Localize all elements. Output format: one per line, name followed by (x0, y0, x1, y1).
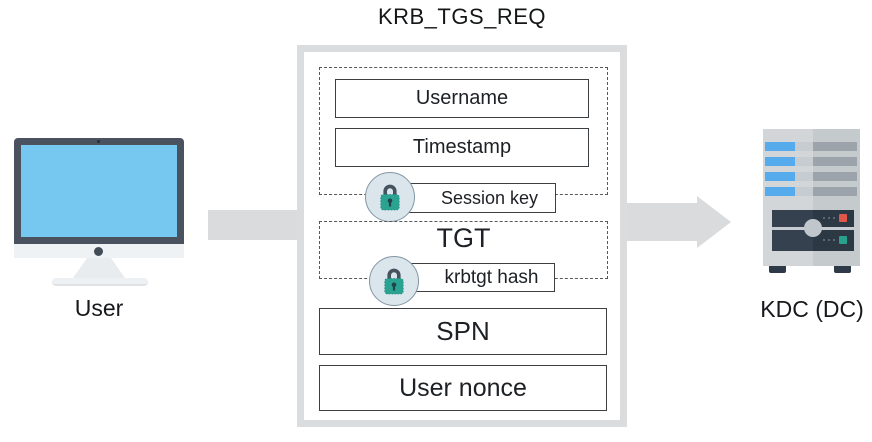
monitor-screen (21, 145, 177, 237)
panel-dot (833, 239, 835, 241)
server-foot (769, 266, 786, 273)
camera-dot-icon (97, 140, 100, 143)
drive-slot-gray (813, 187, 857, 196)
drive-slot-mid (795, 142, 813, 151)
panel-dot (833, 217, 835, 219)
drive-slot-mid (795, 172, 813, 181)
drive-led-blue (765, 142, 795, 151)
server-drive-slot (765, 157, 857, 166)
field-tgt: TGT (436, 223, 491, 253)
drive-slot-gray (813, 157, 857, 166)
field-user-nonce: User nonce (319, 365, 607, 411)
monitor-base (52, 278, 148, 286)
field-timestamp: Timestamp (335, 128, 589, 167)
lock-icon (365, 172, 415, 222)
server-drive-slot (765, 187, 857, 196)
drive-led-blue (765, 187, 795, 196)
server-drive-slot (765, 142, 857, 151)
kdc-label: KDC (DC) (760, 296, 864, 322)
field-session-key: Session key (405, 183, 556, 213)
monitor-stand (73, 258, 125, 278)
drive-led-blue (765, 157, 795, 166)
field-spn: SPN (319, 308, 607, 355)
arrow-band-icon (208, 210, 300, 240)
lock-icon (369, 256, 419, 306)
drive-led-blue (765, 172, 795, 181)
server-status-button-teal (839, 236, 847, 244)
diagram-title: KRB_TGS_REQ (377, 4, 547, 29)
server-knob-icon (804, 219, 822, 237)
panel-dot (828, 217, 830, 219)
krb-tgs-req-box: Username Timestamp Session key TGT krbtg… (297, 45, 627, 427)
user-label: User (74, 295, 124, 321)
panel-dot (823, 239, 825, 241)
server-power-button-red (839, 214, 847, 222)
drive-slot-gray (813, 172, 857, 181)
arrow-right-icon (625, 203, 697, 241)
drive-slot-gray (813, 142, 857, 151)
drive-slot-mid (795, 187, 813, 196)
server-foot (834, 266, 851, 273)
server-drive-slot (765, 172, 857, 181)
arrow-right-head-icon (697, 196, 731, 248)
field-krbtgt-hash: krbtgt hash (410, 263, 555, 292)
monitor-button-icon (94, 247, 103, 256)
panel-dot (828, 239, 830, 241)
field-username: Username (335, 79, 589, 118)
panel-dot (823, 217, 825, 219)
drive-slot-mid (795, 157, 813, 166)
